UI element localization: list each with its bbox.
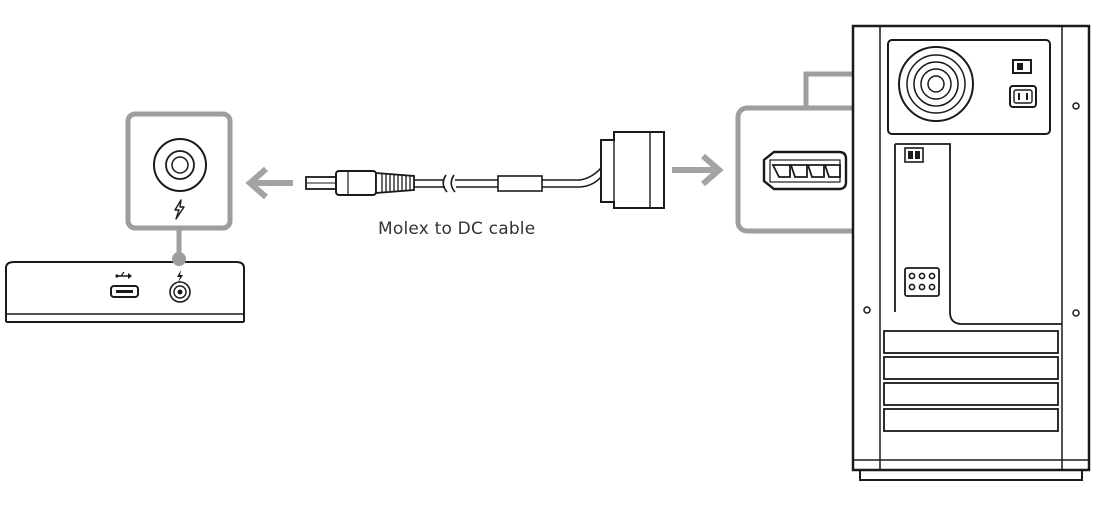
cable-label: Molex to DC cable (378, 219, 536, 239)
expansion-slots (883, 330, 1059, 432)
lightning-icon (174, 199, 185, 220)
molex-to-dc-cable (305, 131, 665, 209)
arrow-right-icon (672, 153, 724, 187)
io-panel (894, 143, 1062, 325)
dc-port-callout (125, 111, 233, 266)
pc-tower (851, 24, 1091, 481)
molex-port-callout (735, 67, 891, 234)
lightning-icon (177, 270, 183, 283)
molex-plug (600, 131, 665, 209)
arrow-left-icon (245, 166, 293, 200)
dc-power-port (169, 281, 191, 303)
usb-icon (115, 271, 132, 279)
hub-device (5, 261, 245, 323)
molex-socket-icon (762, 150, 848, 191)
power-supply (887, 39, 1051, 135)
